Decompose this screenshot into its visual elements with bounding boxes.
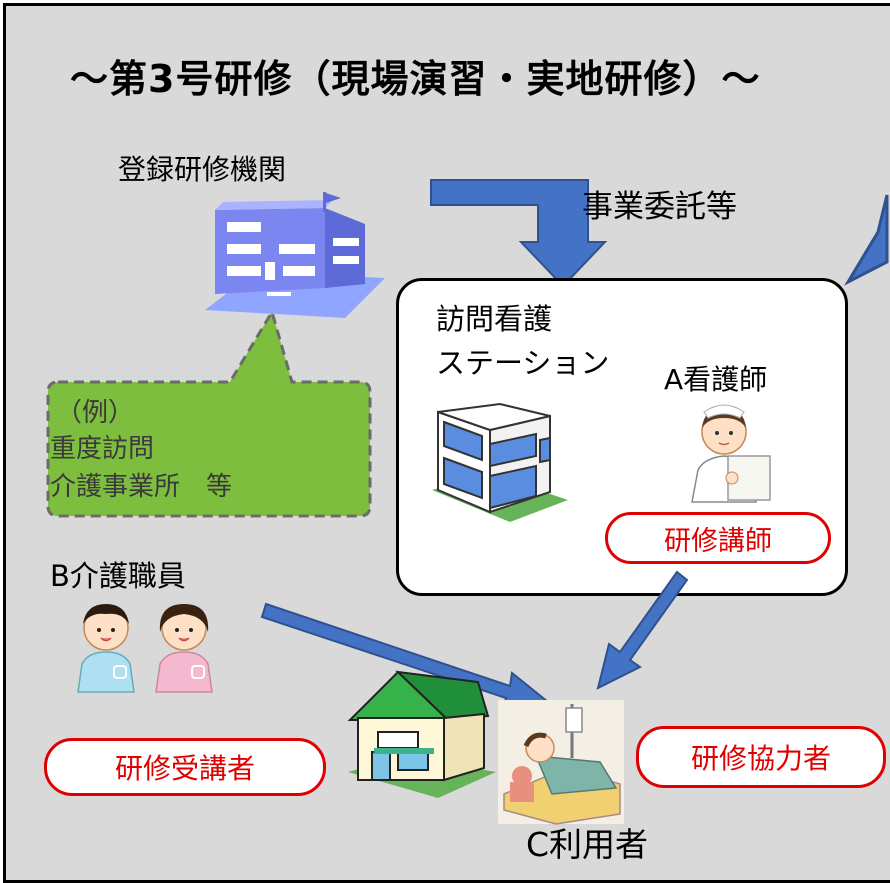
home-icon [347, 670, 496, 798]
instructor-role-badge: 研修講師 [605, 512, 831, 564]
station-name-line2: ステーション [436, 346, 610, 380]
care-worker-girl-icon [155, 604, 213, 693]
example-callout-line3: 介護事業所 等 [50, 472, 233, 502]
registered-institution-label: 登録研修機関 [118, 153, 287, 186]
outsourcing-label: 事業委託等 [582, 189, 737, 225]
station-building-icon [432, 402, 568, 522]
cooperator-role-badge: 研修協力者 [636, 726, 886, 788]
nurse-icon [691, 404, 771, 503]
station-name-line1: 訪問看護 [436, 302, 553, 336]
care-worker-b-label: B介護職員 [50, 559, 186, 593]
care-user-bed-icon [498, 700, 624, 825]
care-user-c-label: C利用者 [526, 825, 649, 864]
instructor-to-user-arrow [596, 570, 689, 690]
care-worker-boy-icon [77, 604, 135, 693]
nurse-a-label: A看護師 [664, 363, 768, 396]
diagram-title: ～第3号研修（現場演習・実地研修）～ [70, 57, 761, 101]
trainee-role-badge: 研修受講者 [44, 738, 326, 796]
training-institution-building-icon [205, 192, 385, 318]
example-callout-line1: （例） [56, 398, 135, 428]
example-callout-line2: 重度訪問 [50, 434, 155, 464]
